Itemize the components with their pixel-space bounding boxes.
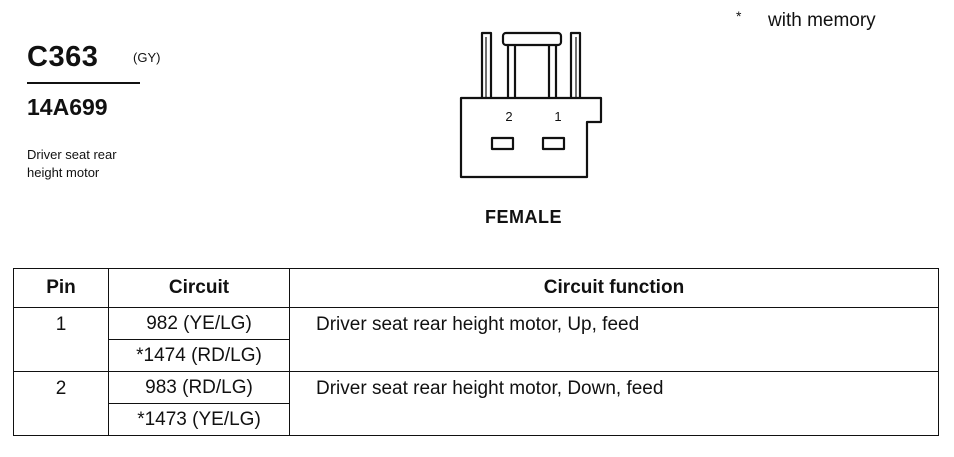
header-pin: Pin (13, 268, 109, 308)
pin-2-cavity (490, 136, 515, 151)
connector-gender: FEMALE (485, 207, 562, 227)
function-cell: Driver seat rear height motor, Down, fee… (289, 371, 939, 436)
circuit-cell: *1474 (RD/LG) (108, 339, 290, 372)
pinout-table: Pin Circuit Circuit function 1 982 (YE/L… (13, 268, 939, 436)
asterisk-marker: * (736, 8, 742, 24)
pin-1-label: 1 (554, 109, 561, 124)
description-line: Driver seat rear (27, 147, 117, 162)
table-row: *1473 (YE/LG) (14, 403, 939, 436)
part-number: 14A699 (27, 94, 108, 120)
connector-description: Driver seat rear height motor (27, 146, 187, 182)
description-line: height motor (27, 165, 100, 180)
connector-face-diagram: 2 1 (459, 31, 603, 179)
pin-cell: 1 (13, 307, 109, 372)
table-row: 1 982 (YE/LG) Driver seat rear height mo… (13, 307, 939, 372)
connector-code: C363 (27, 41, 99, 73)
pin-cell: 2 (13, 371, 109, 436)
table-row: 2 983 (RD/LG) Driver seat rear height mo… (13, 371, 939, 436)
table-row: *1474 (RD/LG) (14, 339, 939, 372)
right-latch-post (569, 31, 582, 98)
center-lock-arms (506, 45, 558, 98)
center-lock-tab (501, 31, 563, 47)
function-cell: Driver seat rear height motor, Up, feed (289, 307, 939, 372)
pin-2-label: 2 (505, 109, 512, 124)
header-circuit: Circuit (108, 268, 290, 308)
table-header-row: Pin Circuit Circuit function (13, 268, 939, 308)
circuit-cell: 983 (RD/LG) (108, 371, 290, 404)
connector-color: (GY) (133, 50, 161, 65)
connector-housing (459, 96, 603, 179)
title-underline (27, 82, 140, 84)
circuit-cell: 982 (YE/LG) (108, 307, 290, 340)
header-function: Circuit function (289, 268, 939, 308)
memory-note-text: with memory (768, 10, 876, 31)
pin-1-cavity (541, 136, 566, 151)
circuit-cell: *1473 (YE/LG) (108, 403, 290, 436)
left-latch-post (480, 31, 493, 98)
